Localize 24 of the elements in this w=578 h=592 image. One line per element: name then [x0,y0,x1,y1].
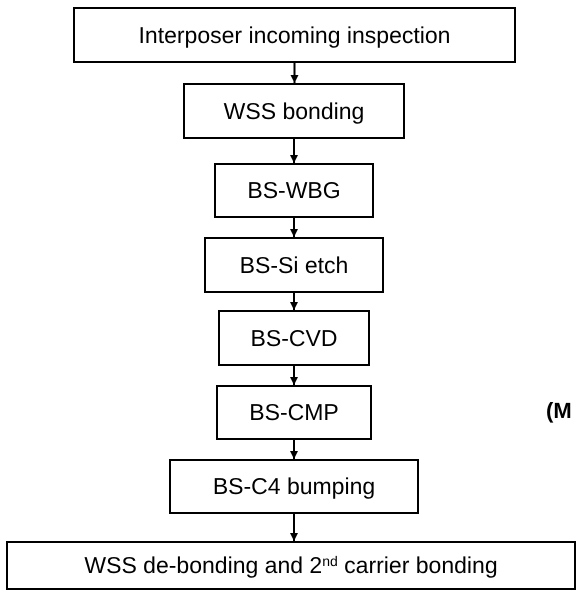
step-text: BS-C4 bumping [212,472,376,501]
arrow [290,366,298,385]
step-text: Interposer incoming inspection [138,20,450,50]
process-box [216,385,372,440]
process-box [204,237,384,293]
process-box [214,163,374,218]
step-text: WSS de-bonding and 2$^{nd}$ carrier bonding [84,551,498,580]
process-box [73,7,516,63]
step-text: BS-WBG [247,176,341,205]
step-text: WSS bonding [224,96,364,126]
arrow [290,63,298,83]
process-box [169,459,419,514]
step-text: BS-Si etch [240,250,348,280]
arrow [290,139,298,163]
step-text: BS-CVD [250,324,338,352]
arrow [290,440,298,459]
process-box [6,541,576,590]
step-text: BS-CMP [249,398,339,427]
arrow [290,293,298,310]
arrow [290,218,298,237]
process-box [218,310,370,366]
arrow [290,514,298,541]
process-box [183,83,405,139]
partial-heading-text: (M [546,397,572,425]
